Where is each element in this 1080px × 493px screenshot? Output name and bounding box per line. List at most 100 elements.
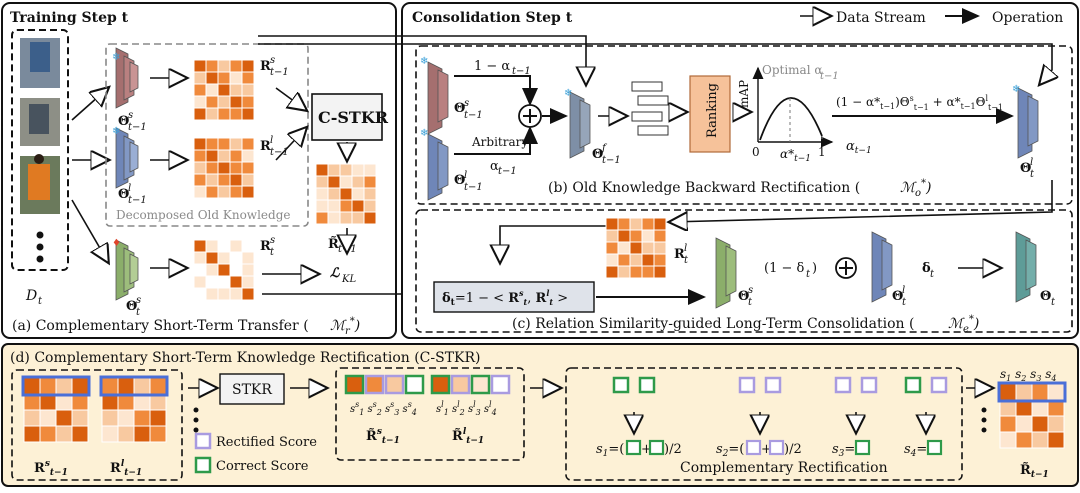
relation-matrix-long: [605, 217, 667, 279]
matrix-cell: [205, 185, 219, 199]
matrix-cell: [241, 185, 255, 199]
long-theta-sub: t: [1030, 169, 1035, 180]
matrix-label-sup: l: [684, 243, 687, 254]
fused-theta-sup: f: [601, 143, 608, 154]
rectified-score-row-long: [430, 374, 511, 395]
old-short-term-network-icon: [427, 61, 449, 135]
matrix-cell: [999, 383, 1017, 401]
matrix-cell: [315, 187, 329, 201]
s1-half: )/2: [664, 442, 682, 457]
kl-loss-sub: KL: [341, 274, 356, 285]
matrix-cell: [1047, 415, 1065, 433]
matrix-cell: [617, 265, 631, 279]
matrix-cell: [193, 287, 207, 301]
matrix-cell: [217, 83, 231, 97]
matrix-cell: [241, 239, 255, 253]
freeze-icon: ❄: [112, 126, 120, 137]
relation-matrix-old-long: [193, 137, 255, 199]
matrix-cell: [23, 409, 41, 427]
s2-equation: s2=(: [716, 442, 744, 459]
matrix-cell: [1015, 431, 1033, 449]
matrix-cell: [641, 217, 655, 231]
matrix-label-sup: s: [270, 55, 275, 66]
one-minus-alpha-label: 1 − α: [474, 59, 510, 74]
rectified-score-legend-label: Rectified Score: [216, 435, 317, 450]
s4-equation: s4=: [904, 442, 927, 459]
matrix-cell: [205, 83, 219, 97]
matrix-cell: [351, 211, 365, 225]
matrix-cell: [229, 71, 243, 85]
one-minus-delta-sub: t: [806, 269, 811, 280]
matrix-cell: [193, 251, 207, 265]
matrix-cell: [229, 59, 243, 73]
matrix-cell: [205, 275, 219, 289]
score-box: [860, 376, 878, 394]
delta-label: δ: [922, 261, 931, 276]
freeze-icon: ❄: [420, 128, 428, 139]
matrix-cell: [241, 263, 255, 277]
score-cell: [430, 374, 451, 395]
matrix-cell: [193, 263, 207, 277]
matrix-cell: [653, 217, 667, 231]
complementary-score-groups: [612, 376, 948, 432]
matrix-cell: [1031, 431, 1049, 449]
matrix-cell: [339, 199, 353, 213]
matrix-cell: [241, 83, 255, 97]
relation-matrix-old-long: [99, 375, 169, 443]
relation-matrix-short: [193, 239, 255, 301]
matrix-cell: [351, 199, 365, 213]
matrix-cell: [101, 409, 119, 427]
matrix-cell: [133, 377, 151, 395]
alpha-label: α: [490, 159, 499, 174]
matrix-cell: [193, 107, 207, 121]
matrix-cell: [193, 185, 207, 199]
short-theta-sub: t: [136, 307, 141, 318]
matrix-cell: [217, 287, 231, 301]
complementary-rectification-box: [565, 367, 963, 481]
matrix-cell: [327, 199, 341, 213]
matrix-cell: [193, 173, 207, 187]
kl-loss-label: ℒ: [330, 266, 340, 281]
legend-data-stream-label: Data Stream: [836, 10, 926, 26]
c-short-theta-sub: t: [748, 297, 753, 308]
matrix-cell: [653, 253, 667, 267]
matrix-cell: [193, 83, 207, 97]
dataset-images: [20, 38, 60, 214]
matrix-cell: [205, 173, 219, 187]
matrix-cell: [641, 265, 655, 279]
old-long-theta-sup: l: [128, 183, 131, 194]
long-term-network-icon: [871, 231, 893, 303]
stream-arrow-to-short: [71, 199, 108, 262]
operation-arrow-alpha-complement: [454, 75, 538, 106]
axis-zero-label: 0: [752, 145, 760, 159]
matrix-cell: [205, 251, 219, 265]
highlight-row: [997, 381, 1067, 403]
matrix-cell: [1015, 415, 1033, 433]
map-axis-label: mAP: [737, 80, 751, 108]
freeze-icon: ❄: [420, 56, 428, 67]
matrix-cell: [205, 161, 219, 175]
matrix-cell: [339, 175, 353, 189]
relation-matrix-old-short: [193, 59, 255, 121]
old-long-theta-sub: t−1: [128, 195, 147, 206]
matrix-cell: [315, 211, 329, 225]
matrix-cell: [101, 377, 119, 395]
matrix-cell: [217, 263, 231, 277]
more-dot: [981, 417, 987, 423]
axis-one-label: 1: [818, 145, 826, 159]
score-cell: [470, 374, 491, 395]
matrix-label-sub: t: [684, 255, 689, 266]
score-labels-short: ss1 ss2 ss3 ss4: [350, 400, 417, 417]
one-minus-delta-close: ): [812, 261, 817, 276]
matrix-cell: [241, 287, 255, 301]
long-term-network-icon: [1017, 87, 1039, 159]
s1-equation: s1=(: [596, 442, 624, 459]
matrix-cell: [193, 137, 207, 151]
subpanel-backward-rectification: [415, 45, 1073, 205]
consolidated-network-icon: [1015, 231, 1037, 303]
matrix-cell: [315, 163, 329, 177]
matrix-cell: [217, 239, 231, 253]
s2-plus: +: [761, 442, 772, 457]
matrix-cell: [241, 71, 255, 85]
matrix-cell: [217, 71, 231, 85]
